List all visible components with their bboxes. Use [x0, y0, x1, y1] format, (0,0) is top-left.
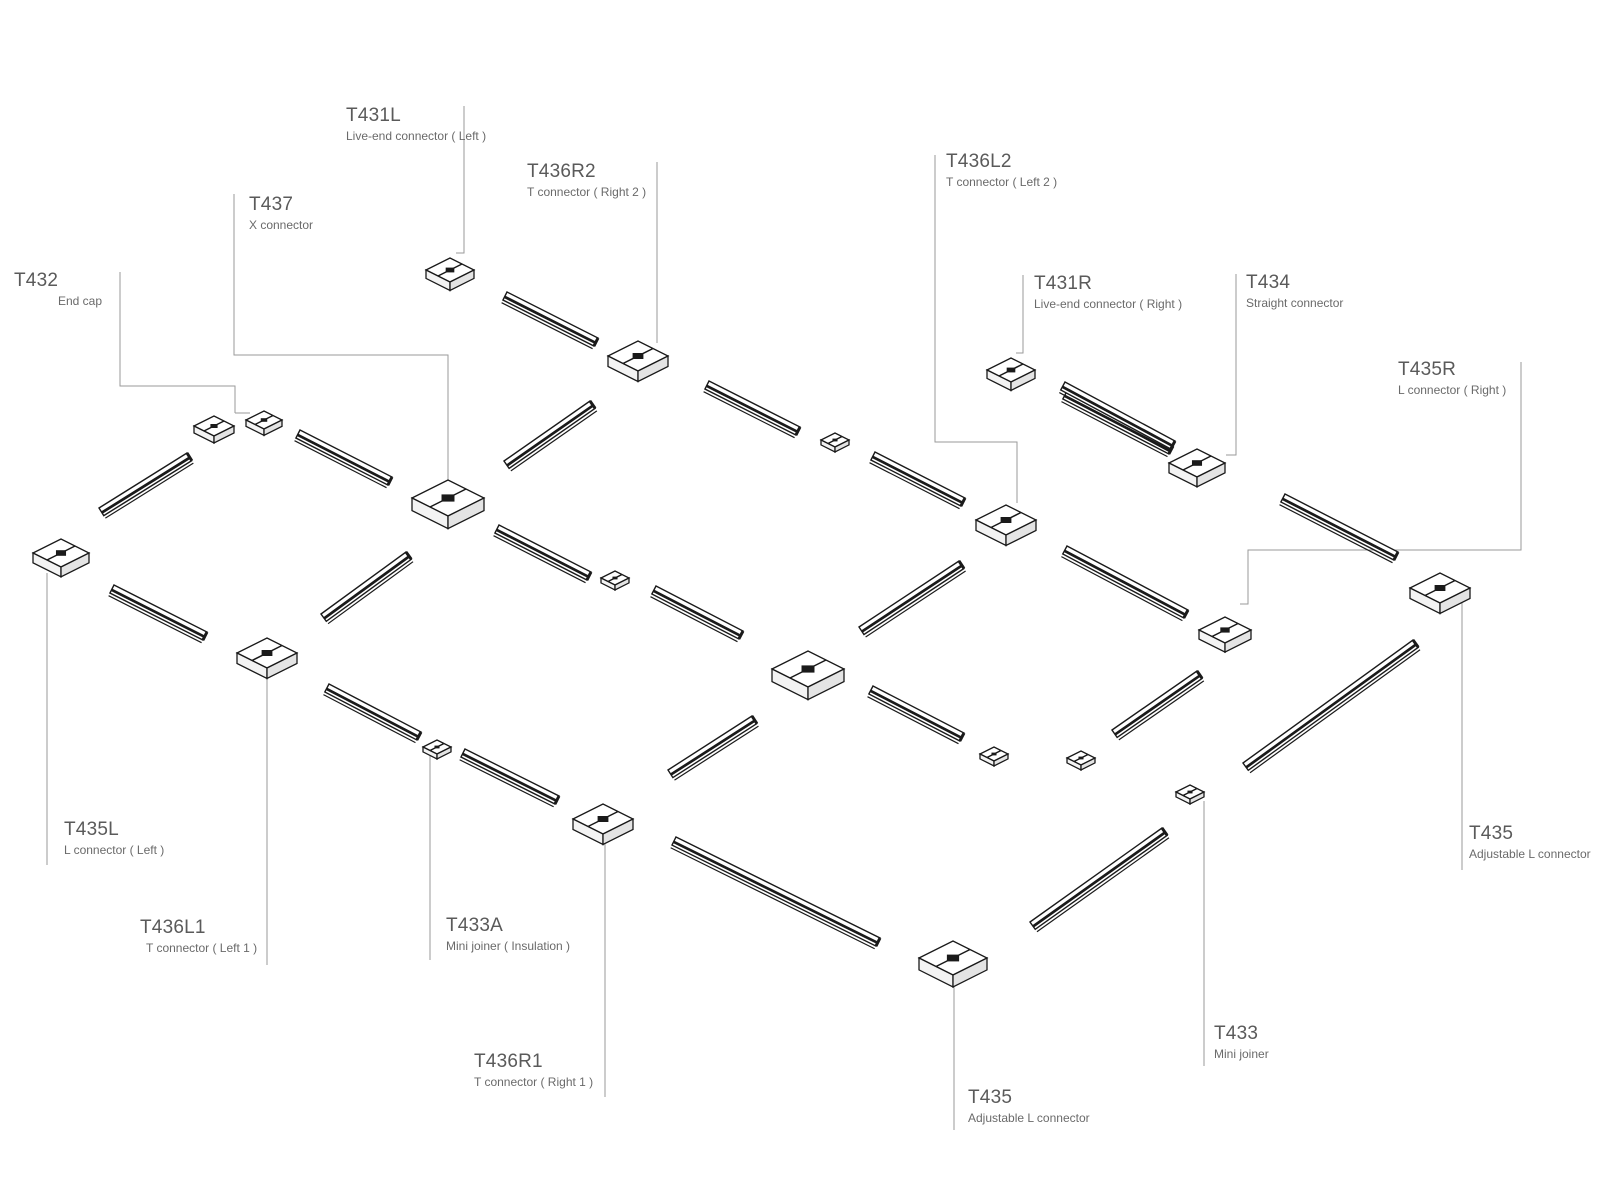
rail-segment-23: [1242, 639, 1421, 774]
connector-insulation-cap-1: [978, 746, 1010, 767]
part-code: T435R: [1398, 359, 1457, 380]
leader-line-t436l2: [934, 155, 1018, 503]
label-t436l2: T436L2 T connector ( Left 2 ): [946, 150, 1057, 190]
part-code: T436L1: [140, 917, 206, 938]
label-t436r2: T436R2 T connector ( Right 2 ): [527, 160, 646, 200]
connector-l-connector-left: [31, 538, 91, 578]
label-t433a: T433A Mini joiner ( Insulation ): [446, 914, 570, 954]
part-code: T433A: [446, 915, 503, 936]
label-t436l1: T436L1 T connector ( Left 1 ): [140, 916, 257, 956]
rail-segment-18: [320, 551, 414, 625]
connector-mini-joiner-3: [1174, 784, 1206, 805]
label-t435-adjustable-bottom: T435 Adjustable L connector: [968, 1086, 1090, 1126]
part-description: T connector ( Right 2 ): [527, 185, 647, 199]
connector-live-end-connector-left: [424, 257, 476, 292]
leader-line-t432: [119, 272, 236, 413]
part-description: T connector ( Right 1 ): [474, 1075, 594, 1089]
rail-segment-20: [667, 715, 759, 781]
label-t431l: T431L Live-end connector ( Left ): [346, 104, 486, 144]
leader-line-t435r: [1240, 362, 1522, 605]
part-description: Live-end connector ( Right ): [1034, 297, 1183, 311]
part-description: Straight connector: [1246, 296, 1344, 310]
rail-segment-5: [1061, 545, 1190, 622]
part-code: T434: [1246, 272, 1291, 293]
rail-segment-6: [1279, 493, 1400, 564]
rail-segment-13: [670, 836, 882, 950]
leader-line-t434: [1226, 274, 1237, 456]
connector-x-connector-1: [410, 479, 486, 530]
rail-segment-1: [501, 291, 600, 350]
rail-segment-10: [108, 584, 209, 644]
part-description: T connector ( Left 1 ): [146, 941, 258, 955]
rail-segment-22: [1029, 827, 1170, 933]
label-t435l: T435L L connector ( Left ): [64, 818, 164, 858]
connector-t-connector-left-2: [974, 504, 1038, 547]
connector-mini-joiner-2: [599, 570, 631, 591]
connector-t-connector-right-2: [606, 340, 670, 383]
part-description: Live-end connector ( Left ): [346, 129, 487, 143]
label-t436r1: T436R1 T connector ( Right 1 ): [474, 1050, 593, 1090]
part-code: T436R1: [474, 1051, 543, 1072]
connector-l-connector-right: [1197, 616, 1253, 654]
part-code: T432: [14, 270, 59, 291]
label-t433: T433 Mini joiner: [1214, 1022, 1269, 1062]
rail-segment-21: [1111, 670, 1205, 741]
leader-line-t437: [233, 194, 449, 483]
part-code: T436R2: [527, 161, 596, 182]
connector-x-connector-2: [770, 650, 846, 701]
part-description: Adjustable L connector: [1469, 847, 1591, 861]
rail-segment-2: [703, 380, 802, 439]
rail-segment-3: [869, 451, 967, 510]
connector-t-connector-right-1: [571, 803, 635, 846]
rail-segment-17: [503, 400, 598, 472]
rail-segment-9: [650, 585, 745, 643]
connector-t-connector-left-1: [235, 637, 299, 680]
label-t432: T432 End cap: [14, 269, 102, 309]
track-connectors: [31, 257, 1472, 988]
connector-mini-joiner-1: [819, 432, 851, 453]
label-t435-adjustable-right: T435 Adjustable L connector: [1469, 822, 1591, 862]
leader-line-t431l: [456, 106, 465, 254]
connector-mini-joiner-insulation: [421, 739, 453, 760]
part-code: T435: [968, 1087, 1013, 1108]
part-description: L connector ( Right ): [1398, 383, 1507, 397]
part-description: L connector ( Left ): [64, 843, 165, 857]
connector-straight-connector: [1167, 448, 1227, 488]
connector-adjustable-l-connector-bottom: [917, 940, 989, 988]
label-t431r: T431R Live-end connector ( Right ): [1034, 272, 1182, 312]
part-code: T435L: [64, 819, 119, 840]
rail-segment-11: [323, 683, 423, 744]
rail-segment-7: [294, 429, 394, 489]
part-description: X connector: [249, 218, 314, 232]
rail-segment-14: [867, 685, 966, 745]
rail-segment-15: [1059, 381, 1177, 453]
leader-line-t431r: [1016, 275, 1024, 354]
connector-insulation-cap-2: [1065, 750, 1097, 771]
rail-segment-8: [493, 524, 593, 584]
part-description: Mini joiner ( Insulation ): [446, 939, 571, 953]
part-code: T435: [1469, 823, 1514, 844]
label-t434: T434 Straight connector: [1246, 271, 1343, 311]
connector-end-cap-left: [192, 415, 236, 445]
label-t437: T437 X connector: [249, 193, 313, 233]
part-description: End cap: [58, 294, 103, 308]
rail-segment-19: [858, 560, 966, 638]
connector-end-cap-right: [244, 410, 284, 437]
part-code: T433: [1214, 1023, 1259, 1044]
connector-live-end-connector-right: [985, 357, 1037, 392]
part-description: Adjustable L connector: [968, 1111, 1090, 1125]
connector-adjustable-l-connector-right: [1408, 572, 1472, 615]
track-rails: [98, 291, 1421, 950]
part-description: T connector ( Left 2 ): [946, 175, 1058, 189]
part-code: T431L: [346, 105, 401, 126]
leader-lines: [46, 106, 1522, 1130]
label-t435r: T435R L connector ( Right ): [1398, 358, 1506, 398]
part-code: T431R: [1034, 273, 1093, 294]
rail-segment-12: [459, 748, 561, 808]
part-code: T437: [249, 194, 294, 215]
part-code: T436L2: [946, 151, 1012, 172]
part-description: Mini joiner: [1214, 1047, 1269, 1061]
rail-segment-16: [98, 452, 194, 519]
